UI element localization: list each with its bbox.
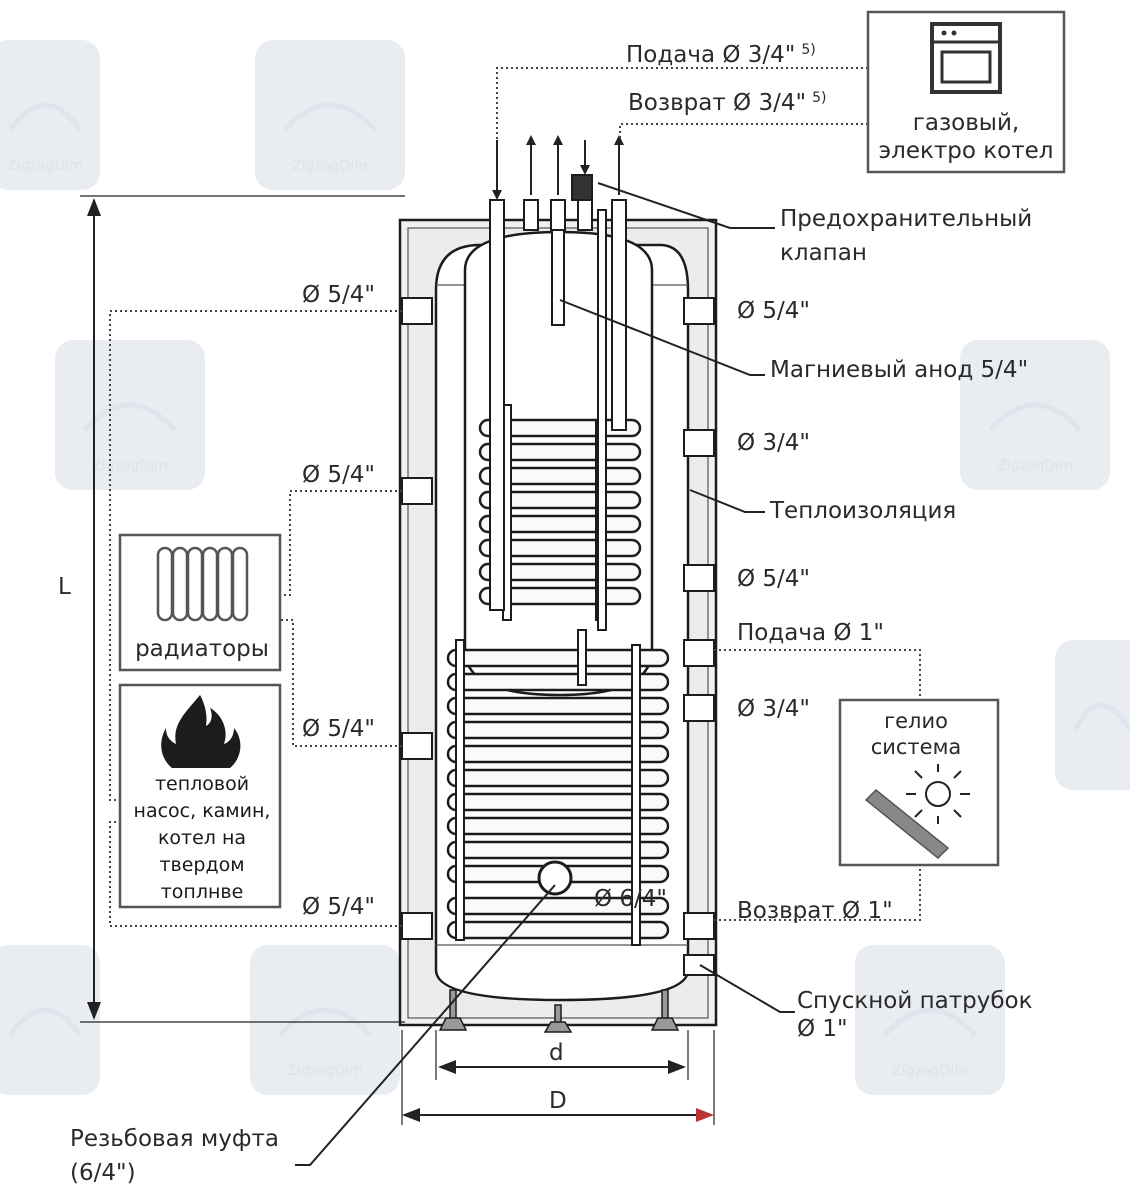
heat-source-line4: твердом [159, 854, 244, 876]
watermark-logo: ZigzagDim [855, 945, 1005, 1095]
solar-label-line2: система [871, 735, 962, 759]
heat-source-line1: тепловой [155, 773, 249, 795]
solar-system-box: гелио система [838, 698, 1000, 867]
watermark-logo: ZigzagDim [250, 945, 400, 1095]
connection-lines [109, 67, 921, 927]
watermark-text: ZigzagDim [92, 458, 168, 474]
lower-coil [446, 648, 670, 940]
threaded-flange [537, 860, 573, 896]
top-arrows [492, 135, 624, 200]
fire-icon [161, 695, 241, 768]
heat-source-line2: насос, камин, [134, 800, 271, 822]
left-port-label-1: Ø 5/4" [302, 282, 375, 308]
solar-return-label: Возврат Ø 1" [737, 898, 893, 924]
boiler-label-line1: газовый, [913, 110, 1019, 136]
side-ports [401, 297, 715, 976]
right-port-label-1: Ø 5/4" [737, 298, 810, 324]
watermark-logo [0, 945, 100, 1095]
labels: Подача Ø 3/4"5) Возврат Ø 3/4"5) Предохр… [58, 42, 1033, 1186]
safety-valve-label-line1: Предохранительный [780, 206, 1032, 232]
right-port-label-4: Ø 3/4" [737, 696, 810, 722]
top-pipes [489, 174, 627, 686]
left-port-label-2: Ø 5/4" [302, 462, 375, 488]
flange-label-line1: Резьбовая муфта [70, 1126, 279, 1152]
watermark-text: ZigzagDim [892, 1063, 968, 1079]
flange-label-line2: (6/4") [70, 1160, 136, 1186]
right-port-label-3: Ø 5/4" [737, 566, 810, 592]
heat-source-box: тепловой насос, камин, котел на твердом … [118, 683, 282, 909]
radiators-box: радиаторы [118, 533, 282, 672]
heat-source-line5: топлнве [161, 881, 244, 903]
boiler-label-line2: электро котел [879, 138, 1054, 164]
sun-icon [906, 764, 970, 824]
solar-panel-icon [864, 788, 950, 860]
watermark-logo: ZigzagDim [960, 340, 1110, 490]
tank-feet [438, 989, 680, 1033]
dimension-lines [80, 195, 715, 1125]
watermark-logo [1055, 640, 1130, 790]
boiler-icon [930, 22, 1002, 94]
watermark-text: ZigzagDim [287, 1063, 363, 1079]
top-return-label: Возврат Ø 3/4"5) [628, 90, 826, 116]
anode-label: Магниевый анод 5/4" [770, 357, 1028, 383]
radiator-icon [156, 546, 249, 622]
solar-supply-label: Подача Ø 1" [737, 620, 884, 646]
left-port-label-3: Ø 5/4" [302, 716, 375, 742]
watermark-text: ZigzagDim [292, 158, 368, 174]
dimension-D-label: D [549, 1088, 567, 1114]
inner-port-label: Ø 6/4" [594, 886, 667, 912]
lower-coil-pipes [455, 639, 641, 946]
watermark-text: ZigzagDim [7, 158, 83, 174]
insulation-label: Теплоизоляция [769, 498, 956, 524]
heat-source-line3: котел на [158, 827, 246, 849]
watermark-logo: ZigzagDim [0, 40, 100, 190]
gas-electric-boiler-box: газовый, электро котел [866, 10, 1066, 174]
left-port-label-4: Ø 5/4" [302, 894, 375, 920]
drain-label-line2: Ø 1" [797, 1016, 848, 1042]
safety-valve-label-line2: клапан [780, 240, 867, 266]
drain-label-line1: Спускной патрубок [797, 988, 1033, 1014]
solar-label-line1: гелио [884, 709, 948, 733]
radiators-label: радиаторы [135, 636, 269, 662]
leader-lines [295, 182, 795, 1166]
watermark-logo: ZigzagDim [55, 340, 205, 490]
watermarks: ZigzagDim ZigzagDim ZigzagDim ZigzagDim [0, 40, 1130, 1095]
watermark-logo: ZigzagDim [255, 40, 405, 190]
dimension-d-label: d [549, 1040, 564, 1066]
right-port-label-2: Ø 3/4" [737, 430, 810, 456]
dimension-L-label: L [58, 574, 71, 600]
watermark-text: ZigzagDim [997, 458, 1073, 474]
top-supply-label: Подача Ø 3/4"5) [626, 42, 816, 68]
